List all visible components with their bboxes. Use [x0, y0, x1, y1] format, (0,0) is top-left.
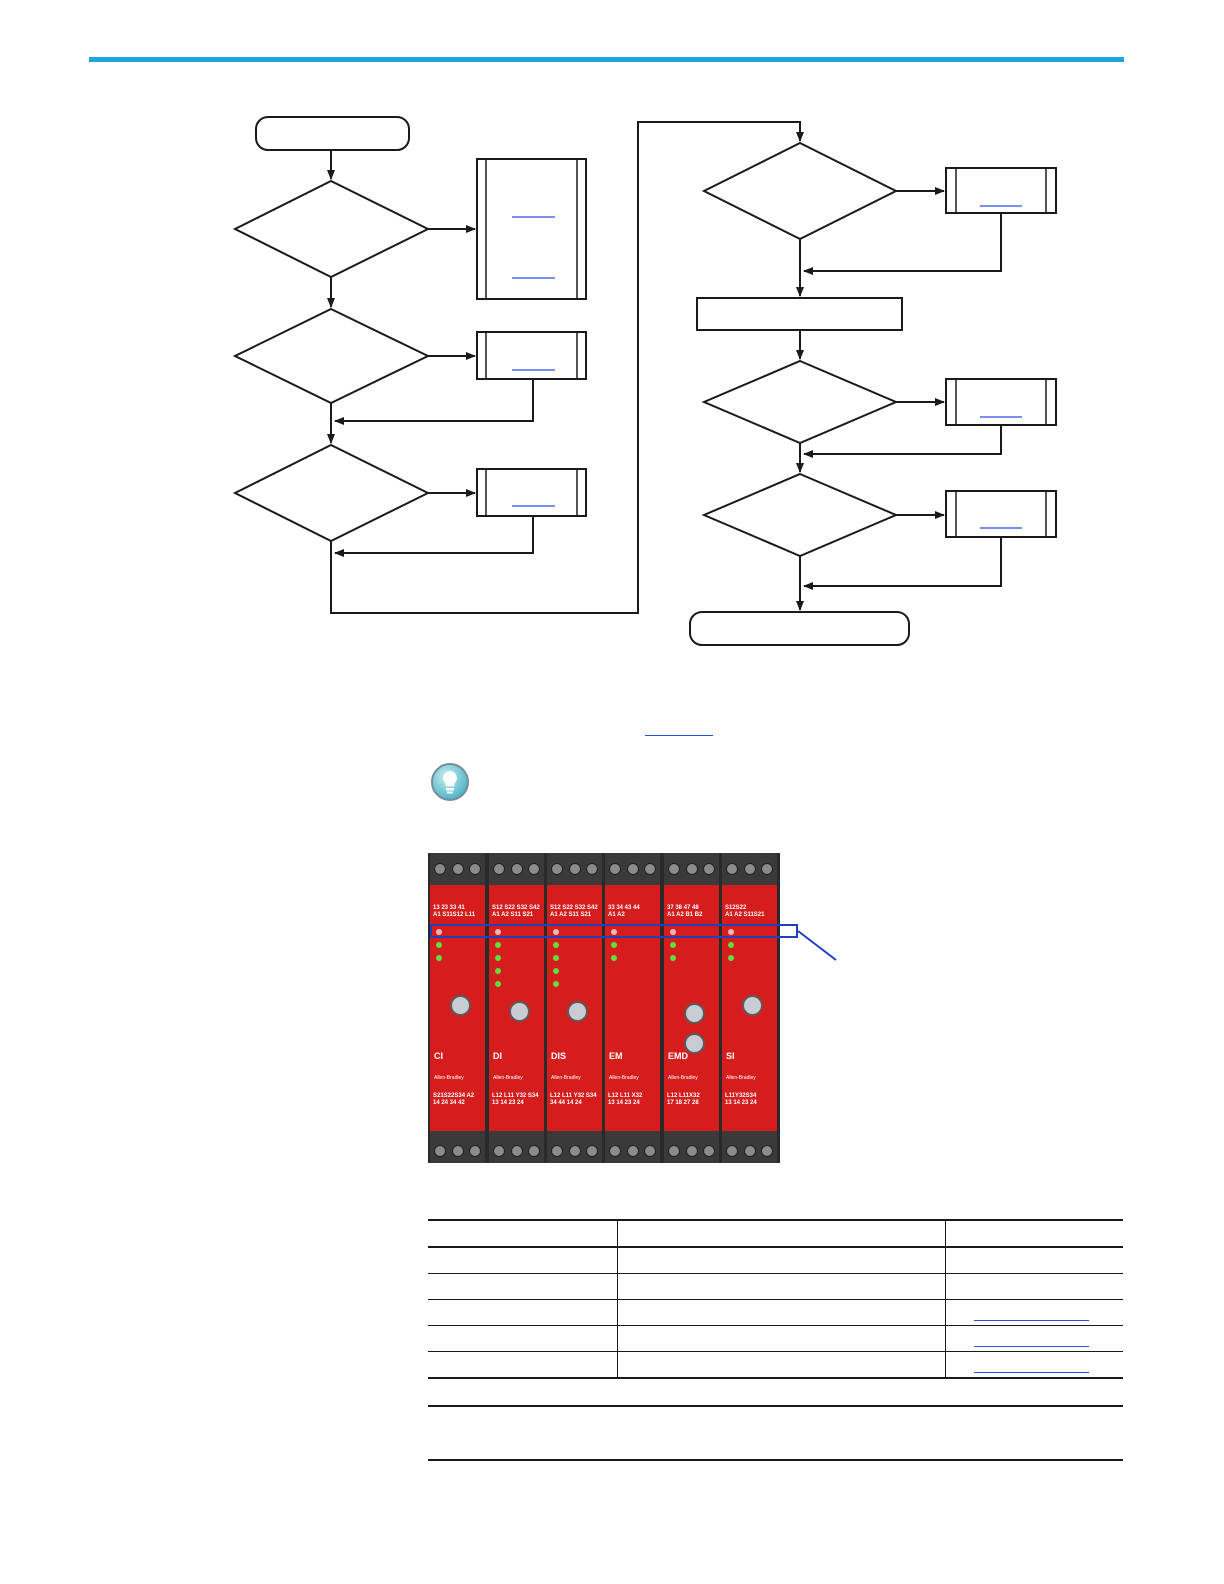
relay-module-dis: S12 S22 S32 S42 A1 A2 S11 S21 DIS Allen-… [547, 853, 602, 1163]
module-top-pins: S12 S22 S32 S42 A1 A2 S11 S21 [550, 905, 598, 918]
module-bottom-pins: L11Y32S34 13 14 23 24 [725, 1093, 757, 1106]
pwr-fault-led-highlight [430, 924, 798, 938]
troubleshooting-flowchart [232, 116, 1057, 646]
table-header-cell [617, 1219, 947, 1248]
table-row [428, 1299, 1123, 1326]
relay-module-ci: 13 23 33 41 A1 S11S12 L11 CI Allen-Bradl… [430, 853, 485, 1163]
logic-dial [567, 1001, 588, 1022]
relay-module-di: S12 S22 S32 S42 A1 A2 S11 S21 DI Allen-B… [489, 853, 544, 1163]
logic-dial [509, 1001, 530, 1022]
flow-decision-4 [701, 141, 899, 241]
flow-process-box [696, 297, 903, 331]
table-reference-link[interactable] [974, 1319, 1090, 1321]
brand-label: Allen-Bradley [434, 1075, 464, 1081]
page-reference-link[interactable] [645, 735, 713, 736]
relay-module-si: S12S22 A1 A2 S11S21 SI Allen-Bradley L11… [722, 853, 777, 1163]
flow-start-terminal [255, 116, 410, 151]
flow-decision-3 [232, 443, 431, 543]
module-tag: SI [726, 1051, 735, 1061]
brand-label: Allen-Bradley [551, 1075, 581, 1081]
module-top-pins: S12 S22 S32 S42 A1 A2 S11 S21 [492, 905, 540, 918]
status-indicator-table [428, 1219, 1123, 1379]
safety-relay-modules-photo: 13 23 33 41 A1 S11S12 L11 CI Allen-Bradl… [428, 853, 780, 1163]
table-reference-link[interactable] [974, 1371, 1090, 1373]
module-bottom-pins: L12 L11 Y32 S34 34 44 14 24 [550, 1093, 597, 1106]
table-row [428, 1273, 1123, 1300]
flow-ref-box-3 [476, 468, 587, 517]
header-rule [89, 57, 1124, 62]
module-bottom-pins: S21S22S34 A2 14 24 34 42 [433, 1093, 475, 1106]
table-header-row [428, 1219, 1123, 1248]
table-row [428, 1325, 1123, 1352]
relay-module-emd: 37 38 47 48 A1 A2 B1 B2 EMD Allen-Bradle… [664, 853, 719, 1163]
lightbulb-tip-icon [431, 763, 469, 801]
module-top-pins: S12S22 A1 A2 S11S21 [725, 905, 765, 918]
table-header-cell [428, 1219, 619, 1248]
time-dial [684, 1033, 705, 1054]
brand-label: Allen-Bradley [668, 1075, 698, 1081]
module-tag: DIS [551, 1051, 567, 1061]
module-bottom-pins: L12 L11X32 17 18 27 28 [667, 1093, 700, 1106]
flow-decision-5 [701, 359, 899, 445]
flow-end-terminal [689, 611, 910, 646]
brand-label: Allen-Bradley [726, 1075, 756, 1081]
module-tag: DI [493, 1051, 502, 1061]
range-dial [684, 1003, 705, 1024]
module-top-pins: 13 23 33 41 A1 S11S12 L11 [433, 905, 476, 918]
reset-dial [742, 995, 763, 1016]
flow-ref-box-2 [476, 331, 587, 380]
flow-ref-box-6 [945, 490, 1057, 538]
flow-ref-box-5 [945, 378, 1057, 426]
module-top-pins: 33 34 43 44 A1 A2 [608, 905, 640, 918]
table-header-cell [945, 1219, 1123, 1248]
flow-ref-box-1 [476, 158, 587, 300]
table-row [428, 1351, 1123, 1379]
module-tag: EMD [668, 1051, 688, 1061]
relay-module-em: 33 34 43 44 A1 A2 EM Allen-Bradley L12 L… [605, 853, 660, 1163]
table-reference-link[interactable] [974, 1345, 1090, 1347]
module-bottom-pins: L12 L11 X32 13 14 23 24 [608, 1093, 643, 1106]
module-tag: CI [434, 1051, 443, 1061]
table-row [428, 1247, 1123, 1274]
module-top-pins: 37 38 47 48 A1 A2 B1 B2 [667, 905, 703, 918]
flow-decision-2 [232, 307, 431, 405]
reset-dial [450, 995, 471, 1016]
flow-decision-6 [701, 472, 899, 558]
brand-label: Allen-Bradley [609, 1075, 639, 1081]
module-bottom-pins: L12 L11 Y32 S34 13 14 23 24 [492, 1093, 539, 1106]
flow-decision-1 [232, 179, 431, 279]
module-tag: EM [609, 1051, 623, 1061]
table-footnote-box [428, 1405, 1123, 1461]
brand-label: Allen-Bradley [493, 1075, 523, 1081]
